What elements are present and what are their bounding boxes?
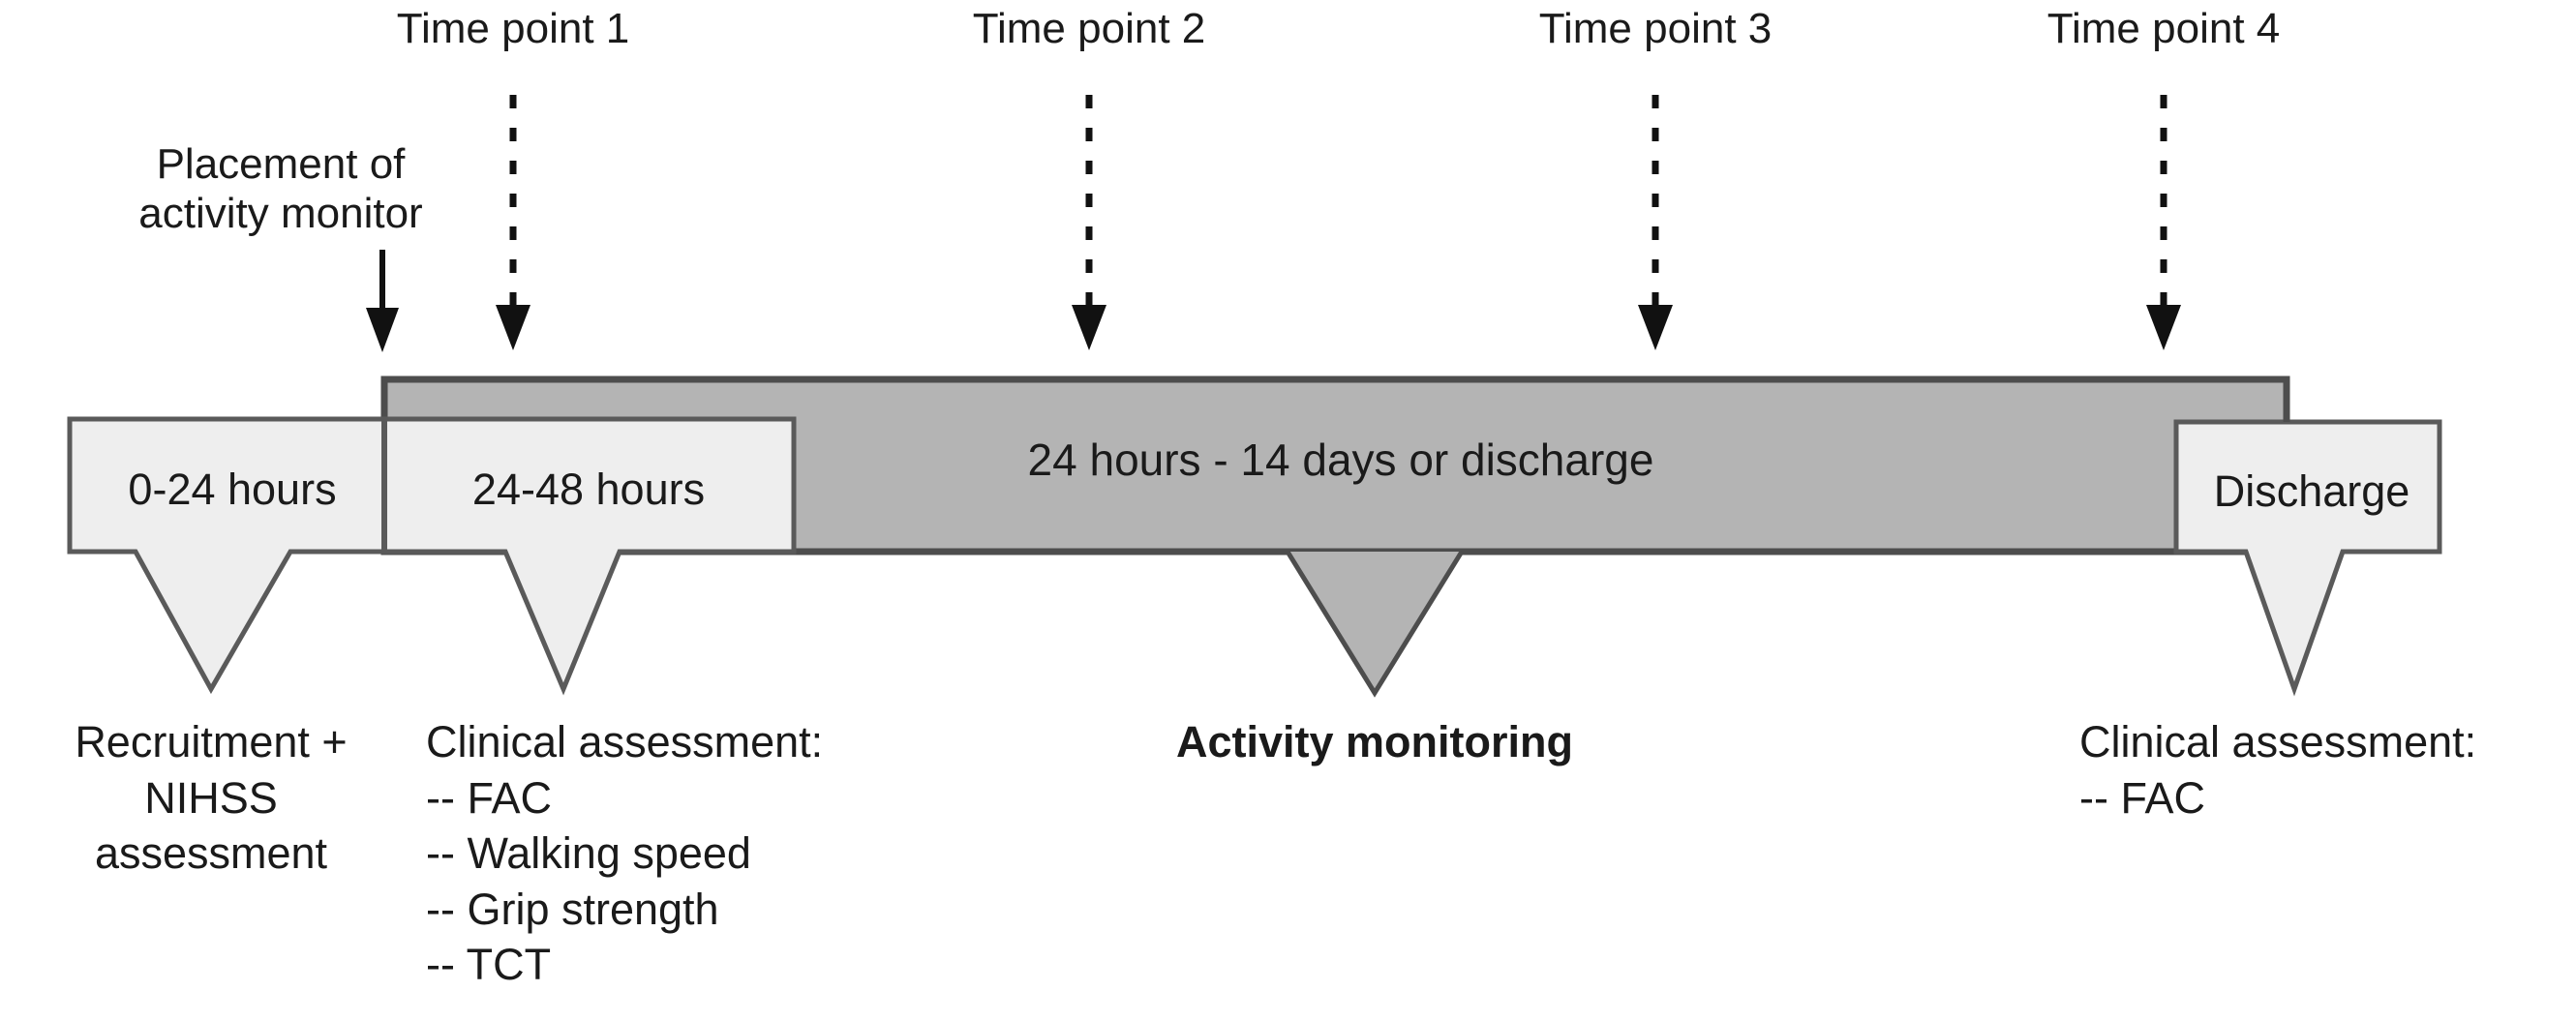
placement-marker-arrow (366, 250, 399, 352)
phase-24-48-box (381, 416, 797, 696)
note-clinical-early-line-2: -- FAC (426, 772, 552, 823)
time-point-arrows (496, 95, 2181, 350)
placement-marker-line-1: Placement of (156, 140, 406, 188)
time-point-3-arrow (1638, 95, 1673, 350)
placement-marker-label: Placement of activity monitor (138, 140, 422, 238)
time-point-1-arrow (496, 95, 530, 350)
note-recruitment: Recruitment + NIHSS assessment (8, 714, 414, 882)
note-clinical-early: Clinical assessment: -- FAC -- Walking s… (426, 714, 823, 993)
placement-marker-line-2: activity monitor (138, 189, 423, 237)
note-clinical-early-line-5: -- TCT (426, 940, 552, 990)
phase-0-24-label: 0-24 hours (128, 465, 337, 514)
time-point-3-label: Time point 3 (1538, 5, 1773, 52)
time-point-2-arrow (1072, 95, 1106, 350)
note-recruitment-line-1: Recruitment + (75, 717, 348, 766)
note-clinical-early-line-3: -- Walking speed (426, 828, 751, 879)
time-point-4-label: Time point 4 (2046, 5, 2281, 52)
note-activity-monitoring-line-1: Activity monitoring (1175, 717, 1573, 766)
time-point-1-label: Time point 1 (396, 5, 630, 52)
note-clinical-early-line-1: Clinical assessment: (426, 717, 824, 766)
phase-24-48-label: 24-48 hours (471, 465, 706, 514)
note-clinical-early-line-4: -- Grip strength (426, 884, 719, 934)
phase-discharge-box (2173, 419, 2442, 697)
note-clinical-discharge-line-1: Clinical assessment: (2079, 717, 2477, 766)
note-recruitment-line-2: NIHSS (144, 772, 278, 823)
note-clinical-discharge-line-2: -- FAC (2079, 772, 2205, 823)
note-activity-monitoring: Activity monitoring (1036, 714, 1713, 770)
phase-monitoring-label: 24 hours - 14 days or discharge (1027, 435, 1654, 485)
note-clinical-discharge: Clinical assessment: -- FAC (2079, 714, 2476, 826)
phase-discharge-label: Discharge (2213, 466, 2410, 516)
time-point-2-label: Time point 2 (972, 5, 1206, 52)
time-point-4-arrow (2146, 95, 2181, 350)
note-recruitment-line-3: assessment (94, 828, 328, 879)
